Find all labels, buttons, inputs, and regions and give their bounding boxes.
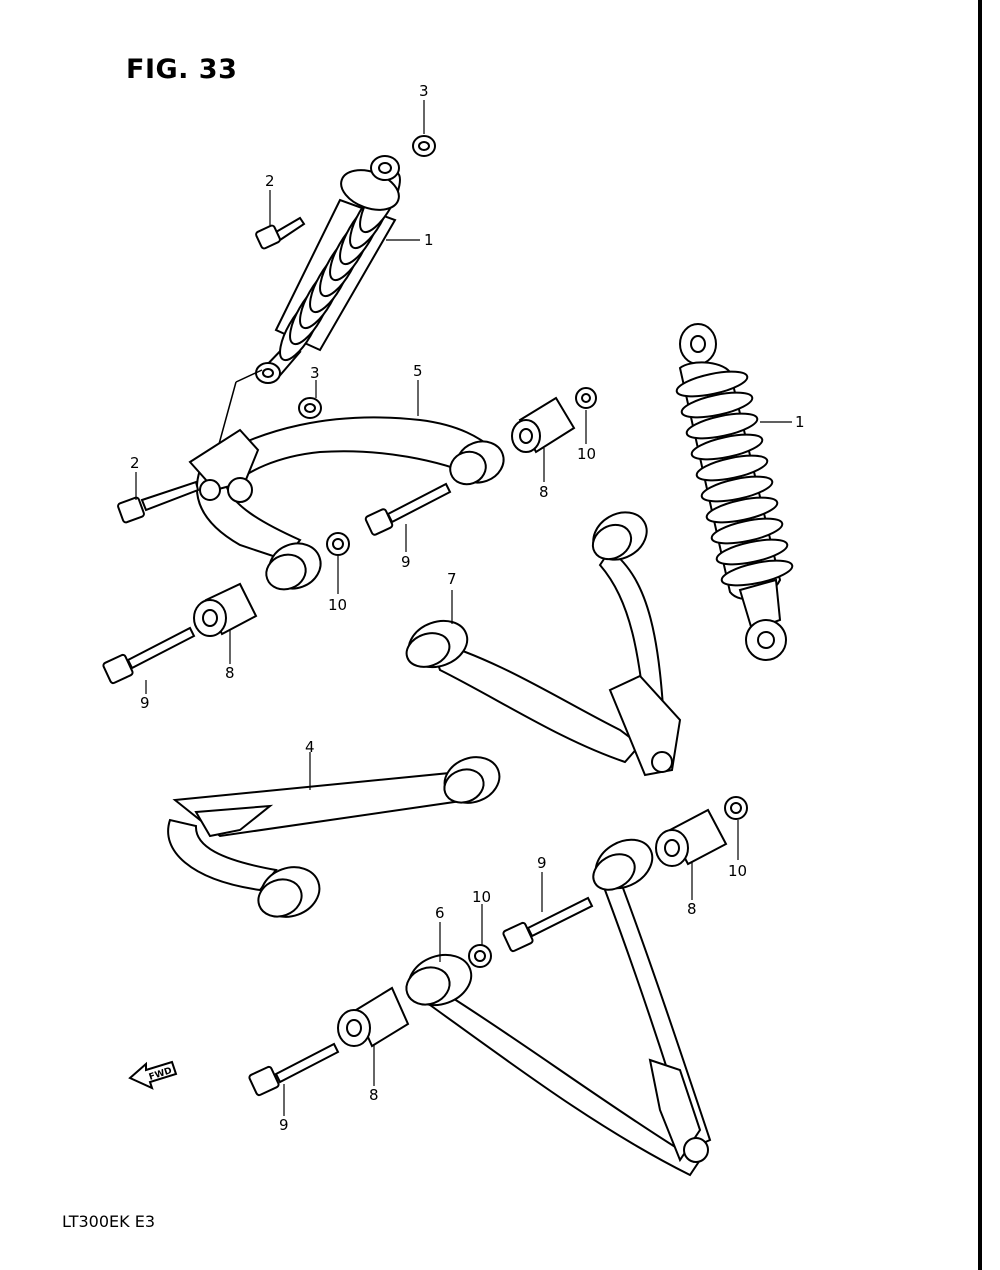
callout-2: 2 — [265, 172, 275, 190]
leader-lines — [135, 100, 792, 1116]
bolt-lower-center — [502, 896, 594, 953]
bolt-top — [255, 216, 306, 250]
callout-2: 2 — [130, 454, 140, 472]
callout-10: 10 — [472, 888, 491, 906]
lower-arm-6 — [405, 838, 712, 1177]
nut-center — [326, 532, 350, 556]
nut-lower-center — [468, 944, 492, 968]
bushing-upper-right — [511, 396, 576, 454]
bushing-lower — [337, 986, 410, 1048]
bolt-left — [102, 626, 196, 685]
spring-coil — [690, 433, 764, 461]
callout-9: 9 — [537, 854, 547, 872]
spring-coil — [705, 496, 779, 524]
callout-10: 10 — [728, 862, 747, 880]
nut-mid — [298, 397, 322, 419]
lower-arm-4 — [167, 756, 501, 918]
callout-8: 8 — [225, 664, 235, 682]
nut-top — [412, 135, 436, 157]
spring-coil — [720, 559, 794, 587]
callout-8: 8 — [369, 1086, 379, 1104]
forward-arrow-icon: FWD — [128, 1060, 178, 1090]
bushing-right — [655, 808, 728, 867]
nut-right — [724, 796, 748, 820]
model-code: LT300EK E3 — [62, 1212, 155, 1231]
callout-10: 10 — [577, 445, 596, 463]
callout-9: 9 — [401, 553, 411, 571]
callout-8: 8 — [687, 900, 697, 918]
callout-3: 3 — [310, 364, 320, 382]
bolt-lower — [248, 1042, 340, 1097]
bolt-mid — [117, 480, 200, 524]
bushing-left — [193, 582, 258, 637]
spring-coil — [710, 517, 784, 545]
callout-9: 9 — [279, 1116, 289, 1134]
figure-title: FIG. 33 — [126, 54, 238, 85]
callout-1: 1 — [795, 413, 805, 431]
callout-10: 10 — [328, 596, 347, 614]
nut-upper-right — [575, 387, 597, 409]
callout-4: 4 — [305, 738, 315, 756]
upper-arm-5 — [188, 416, 505, 591]
page-border — [978, 0, 982, 1270]
callout-7: 7 — [447, 570, 457, 588]
callout-9: 9 — [140, 694, 150, 712]
callout-6: 6 — [435, 904, 445, 922]
callout-1: 1 — [424, 231, 434, 249]
callout-8: 8 — [539, 483, 549, 501]
bolt-center — [364, 482, 452, 536]
spring-coil — [685, 412, 759, 440]
shock-absorber-right — [675, 323, 794, 661]
spring-coil — [695, 454, 769, 482]
callout-5: 5 — [413, 362, 423, 380]
spring-coil — [680, 391, 754, 419]
callout-3: 3 — [419, 82, 429, 100]
spring-coil — [675, 370, 749, 398]
spring-coil — [715, 538, 789, 566]
callout-labels: 3 2 1 3 5 2 10 8 1 9 10 7 8 9 4 9 10 10 … — [130, 82, 805, 1134]
spring-coil — [700, 475, 774, 503]
upper-arm-7 — [405, 511, 682, 777]
shock-absorber-left — [215, 155, 401, 456]
